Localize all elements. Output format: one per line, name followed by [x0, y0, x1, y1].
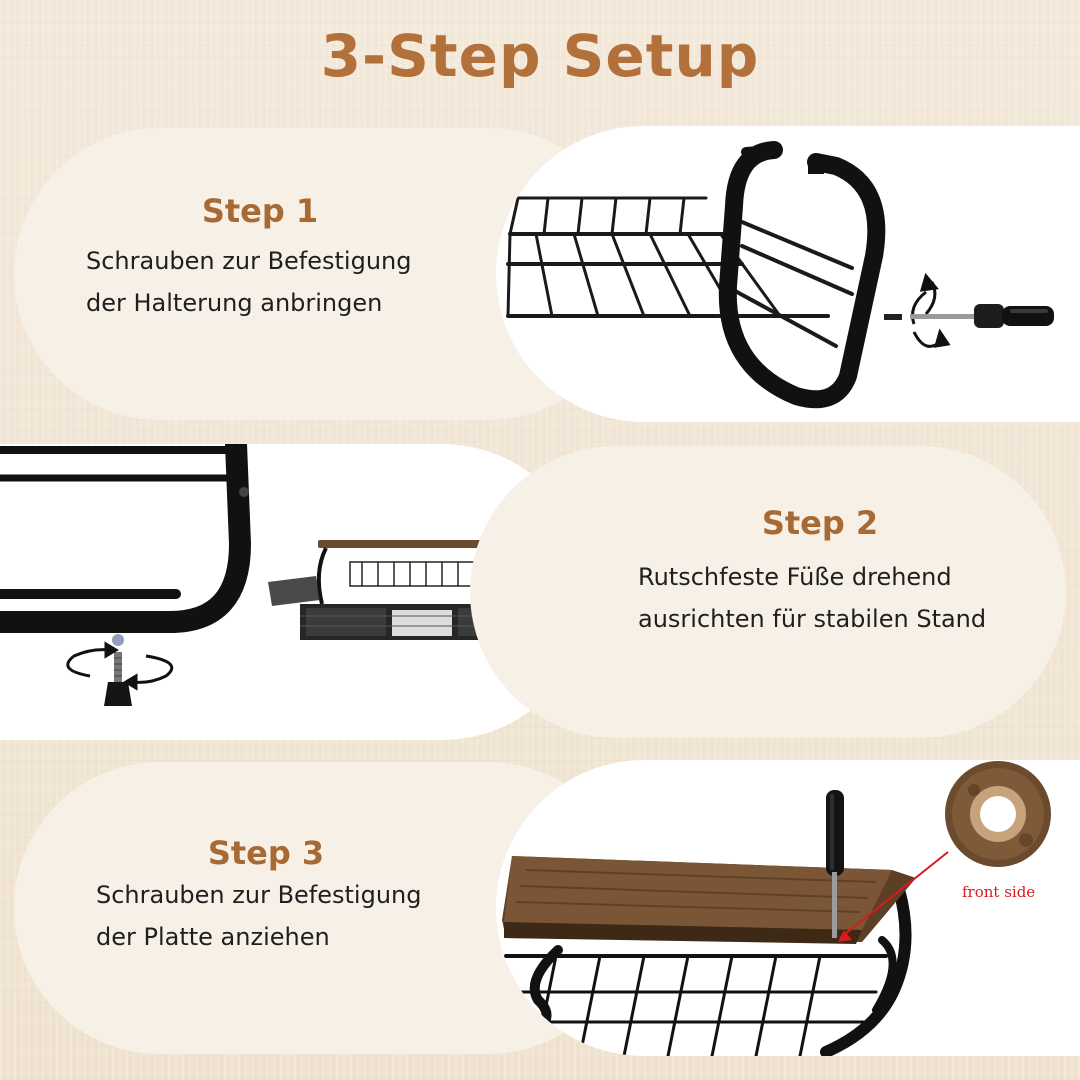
step-3-line-1: Schrauben zur Befestigung	[96, 881, 422, 909]
step-2-line-2: ausrichten für stabilen Stand	[638, 605, 987, 633]
wire-shelf-illustration	[506, 196, 854, 348]
bracket-illustration	[718, 141, 886, 409]
rotate-arrow-icon	[66, 641, 174, 691]
step-2-description: Rutschfeste Füße drehend ausrichten für …	[638, 556, 986, 640]
step-3-line-2: der Platte anziehen	[96, 923, 330, 951]
step-3-description: Schrauben zur Befestigung der Platte anz…	[96, 874, 422, 958]
leg-bracket-illustration	[0, 444, 252, 633]
screw-icon	[884, 314, 902, 320]
rotate-arrow-icon	[911, 272, 951, 348]
front-side-caption: front side	[962, 883, 1036, 901]
screwdriver-icon	[910, 304, 1054, 328]
step-1-image	[496, 126, 1080, 422]
wire-shelf-illustration	[504, 874, 912, 1056]
step-1-line-2: der Halterung anbringen	[86, 289, 383, 317]
pointer-arrow-icon	[838, 851, 949, 942]
wood-hole-detail-icon	[945, 761, 1051, 867]
step-2-title: Step 2	[761, 504, 879, 542]
step-1-description: Schrauben zur Befestigung der Halterung …	[86, 240, 412, 324]
step-3-image	[496, 760, 1080, 1056]
step-3-title: Step 3	[207, 834, 325, 872]
step-2-image	[0, 444, 590, 740]
screwdriver-icon	[826, 790, 844, 938]
adjustable-foot-icon	[104, 634, 132, 706]
step-2-line-1: Rutschfeste Füße drehend	[638, 563, 952, 591]
step-2-text-panel	[470, 446, 1066, 738]
step-1-line-1: Schrauben zur Befestigung	[86, 247, 412, 275]
wooden-top-board	[502, 856, 916, 944]
page-title: 3-Step Setup	[320, 22, 760, 90]
step-1-title: Step 1	[201, 192, 319, 230]
